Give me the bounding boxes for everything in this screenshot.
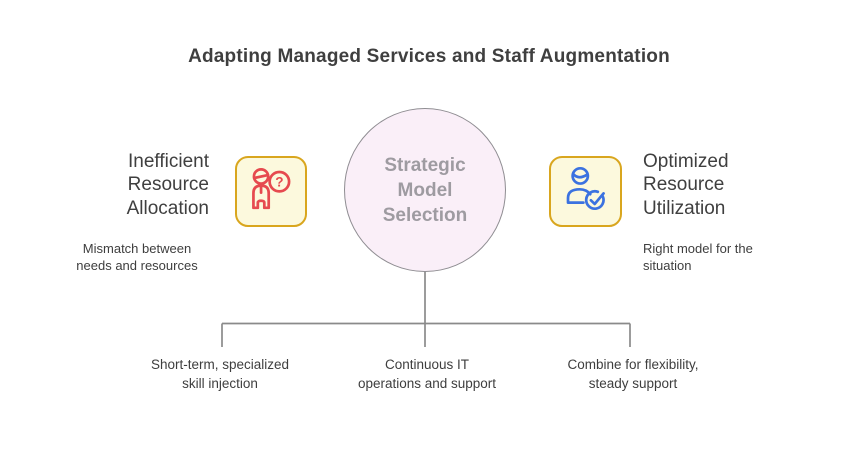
diagram-title: Adapting Managed Services and Staff Augm… [188, 46, 670, 67]
right-node-title: Optimized Resource Utilization [643, 151, 729, 219]
bottom-label: Continuous IT operations and support [357, 357, 497, 391]
person-question-icon: ? [248, 166, 294, 217]
bottom-label: Short-term, specialized skill injection [150, 357, 290, 391]
left-node-title: Inefficient Resource Allocation [126, 151, 209, 219]
center-node-label: Strategic Model Selection [382, 154, 468, 226]
bottom-label: Combine for flexibility, steady support [567, 357, 699, 391]
right-icon-box [549, 156, 622, 227]
person-check-icon [563, 166, 609, 217]
svg-text:?: ? [275, 174, 283, 189]
left-node-subtitle: Mismatch between needs and resources [76, 241, 198, 274]
left-icon-box: ? [235, 156, 307, 227]
right-node-subtitle: Right model for the situation [643, 241, 753, 274]
center-node: Strategic Model Selection [344, 108, 506, 272]
